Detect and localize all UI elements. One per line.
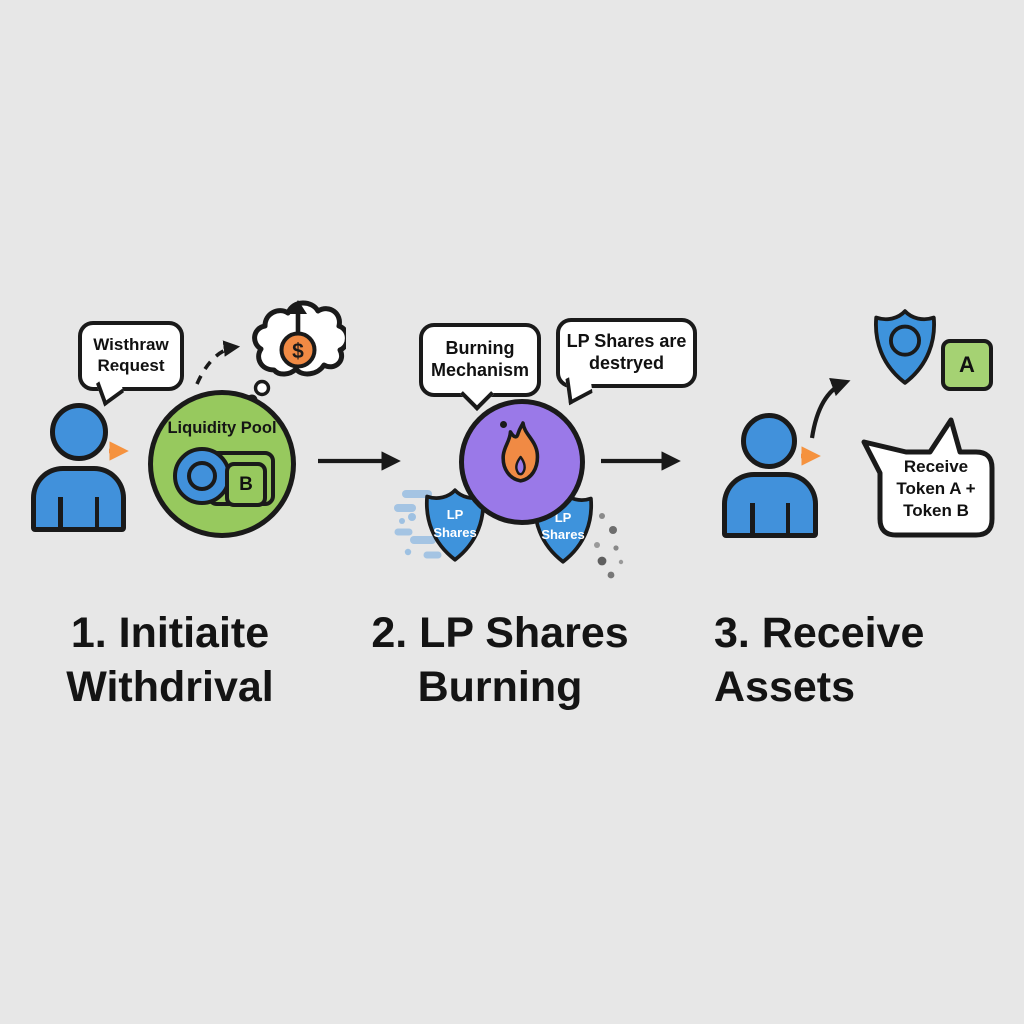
shares-destroyed-bubble: LP Shares are destryed [556, 318, 697, 406]
up-arrow-head [289, 300, 307, 314]
burning-mechanism-text: Burning Mechanism [430, 338, 530, 380]
token-a-letter: A [959, 352, 975, 377]
caption-step3: 3. Receive Assets [714, 609, 925, 712]
liquidity-pool-label: Liquidity Pool [167, 419, 277, 437]
dollar-coin-icon [279, 331, 317, 369]
withdraw-request-text: Wisthraw Request [93, 335, 169, 375]
coin-icon [173, 447, 231, 505]
shield-shape [874, 309, 936, 385]
withdraw-request-bubble: Wisthraw Request [78, 321, 184, 407]
dollar-symbol: $ [292, 340, 304, 363]
arm-line [785, 503, 790, 533]
burn-circle [459, 399, 585, 525]
token-b: B [225, 462, 267, 507]
burning-mechanism-bubble: Burning Mechanism [419, 323, 541, 411]
curved-arrow [809, 377, 851, 439]
flame-icon [501, 421, 540, 483]
arm-line [94, 497, 99, 527]
receive-tokens-bubble [861, 417, 995, 538]
lp-shares-label: LP Shares [433, 507, 477, 540]
person-body [722, 472, 818, 538]
arm-line [58, 497, 63, 527]
shares-destroyed-text: LP Shares are destryed [566, 331, 687, 373]
token-a: A [941, 339, 993, 391]
particle-dots-icon [594, 513, 624, 579]
shield-ring [889, 324, 921, 357]
dashed-arrow [195, 340, 241, 385]
spark-dot [500, 421, 507, 428]
token-b-letter: B [239, 473, 253, 495]
receive-tokens-text: Receive Token A + Token B [896, 457, 976, 521]
thought-dot-large [253, 379, 271, 397]
person-head [50, 403, 108, 461]
lp-shares-label: LP Shares [541, 509, 585, 543]
bubble-shape [861, 417, 995, 538]
security-shield-icon [873, 308, 937, 386]
caption-step1: 1. Initiaite Withdrival [66, 609, 274, 712]
person-head [741, 413, 797, 469]
motion-streaks-icon [394, 490, 442, 559]
person-body [31, 466, 126, 532]
coin-hole [187, 461, 217, 491]
arm-line [750, 503, 755, 533]
caption-step2: 2. LP Shares Burning [371, 609, 629, 712]
liquidity-pool-circle: Liquidity Pool B [148, 390, 296, 538]
thought-cloud-icon: $ [252, 300, 346, 377]
